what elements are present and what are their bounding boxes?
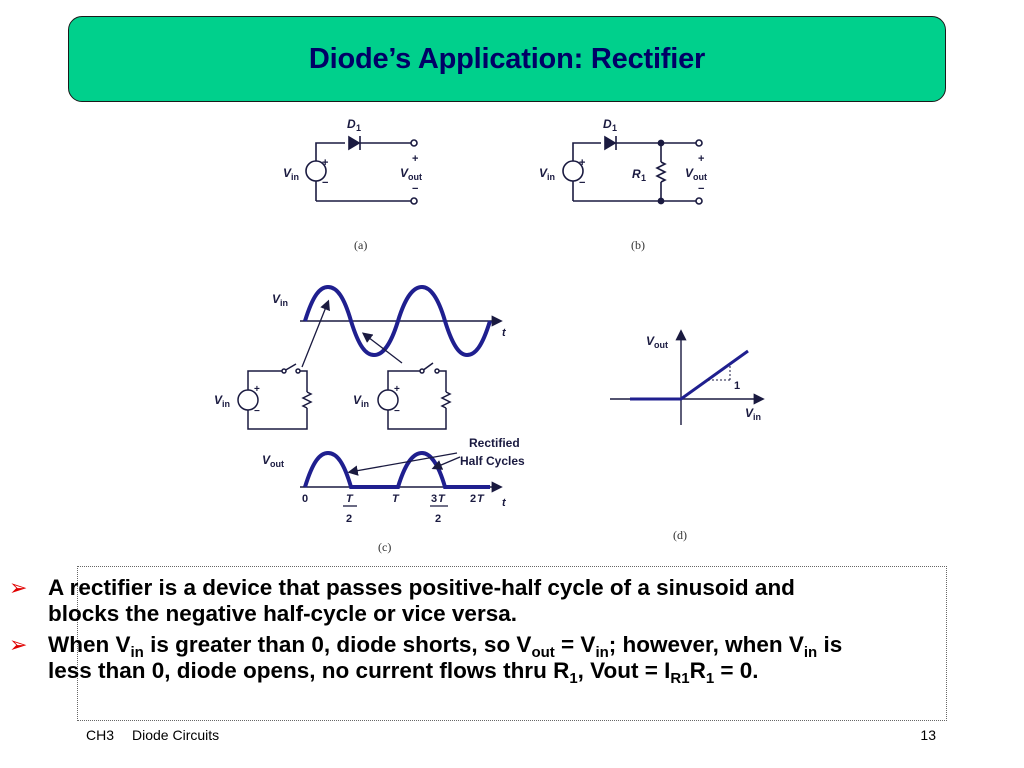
annotation-half-cycles: Half Cycles <box>460 454 525 468</box>
svg-text:out: out <box>654 340 668 350</box>
label-vout-c: V <box>262 453 271 467</box>
diode-b-symbol <box>604 135 617 151</box>
slide-title: Diode’s Application: Rectifier <box>308 43 706 75</box>
bullet-arrow-icon: ➢ <box>9 576 28 601</box>
bullet-2: ➢ When Vin is greater than 0, diode shor… <box>9 632 843 687</box>
svg-text:1: 1 <box>612 123 617 133</box>
svg-text:in: in <box>753 412 761 422</box>
label-vout-d: V <box>646 334 655 348</box>
footer-chapter: CH3 <box>86 727 115 743</box>
svg-text:2: 2 <box>470 493 476 505</box>
switched-circuit-off <box>377 362 452 430</box>
svg-text:+: + <box>322 157 328 169</box>
svg-text:out: out <box>693 172 707 182</box>
diode-a-symbol <box>348 135 361 151</box>
svg-text:+: + <box>412 153 418 165</box>
svg-text:T: T <box>438 493 446 505</box>
svg-text:1: 1 <box>356 123 361 133</box>
circuit-b <box>562 135 703 205</box>
svg-text:−: − <box>254 406 260 417</box>
switched-circuit-on <box>237 363 313 430</box>
label-vin-d: V <box>745 406 754 420</box>
svg-text:T: T <box>346 493 354 505</box>
caption-c: (c) <box>378 540 391 554</box>
svg-text:in: in <box>547 172 555 182</box>
svg-text:V: V <box>214 393 223 407</box>
slope-label: 1 <box>734 380 740 392</box>
svg-text:3: 3 <box>431 493 437 505</box>
svg-text:−: − <box>412 183 418 195</box>
svg-text:1: 1 <box>641 173 646 183</box>
svg-text:+: + <box>254 384 260 395</box>
tick-2T: T <box>477 493 485 505</box>
transfer-graph <box>610 329 765 425</box>
svg-text:−: − <box>698 183 704 195</box>
caption-d: (d) <box>673 528 687 542</box>
svg-text:t: t <box>502 497 507 509</box>
footer-course: Diode Circuits <box>132 727 220 743</box>
tick-0: 0 <box>302 493 308 505</box>
svg-text:V: V <box>353 393 362 407</box>
svg-text:2: 2 <box>435 513 441 525</box>
vin-waveform <box>300 284 503 358</box>
diode-diagrams: D 1 + − V in + − V out (a) D 1 + − V in … <box>214 117 765 554</box>
footer-left: CH3 Diode Circuits <box>86 727 219 743</box>
svg-text:+: + <box>394 384 400 395</box>
bullet-arrow-icon: ➢ <box>9 633 28 658</box>
label-d1-b: D <box>603 117 612 131</box>
caption-a: (a) <box>354 238 367 252</box>
footer-page-number: 13 <box>920 727 936 743</box>
label-d1-a: D <box>347 117 356 131</box>
svg-text:in: in <box>222 399 230 409</box>
svg-text:−: − <box>579 177 585 189</box>
svg-text:out: out <box>408 172 422 182</box>
label-vin-c: V <box>272 292 281 306</box>
svg-text:−: − <box>394 406 400 417</box>
svg-text:out: out <box>270 459 284 469</box>
caption-b: (b) <box>631 238 645 252</box>
svg-text:t: t <box>502 327 507 339</box>
svg-text:−: − <box>322 177 328 189</box>
svg-text:in: in <box>291 172 299 182</box>
tick-T: T <box>392 493 400 505</box>
label-vin-a: V <box>283 166 292 180</box>
svg-text:+: + <box>698 153 704 165</box>
label-r1-b: R <box>632 167 641 181</box>
svg-text:+: + <box>579 157 585 169</box>
vout-waveform <box>300 450 503 493</box>
title-banner: Diode’s Application: Rectifier <box>68 16 946 102</box>
resistor-r1-b <box>655 161 667 183</box>
content-box <box>77 566 947 721</box>
bullet-1: ➢ A rectifier is a device that passes po… <box>9 575 795 626</box>
svg-text:2: 2 <box>346 513 352 525</box>
label-vout-a: V <box>400 166 409 180</box>
annotation-rectified: Rectified <box>469 436 520 450</box>
svg-text:in: in <box>280 298 288 308</box>
label-vout-b: V <box>685 166 694 180</box>
svg-text:in: in <box>361 399 369 409</box>
circuit-a <box>305 135 418 205</box>
label-vin-b: V <box>539 166 548 180</box>
